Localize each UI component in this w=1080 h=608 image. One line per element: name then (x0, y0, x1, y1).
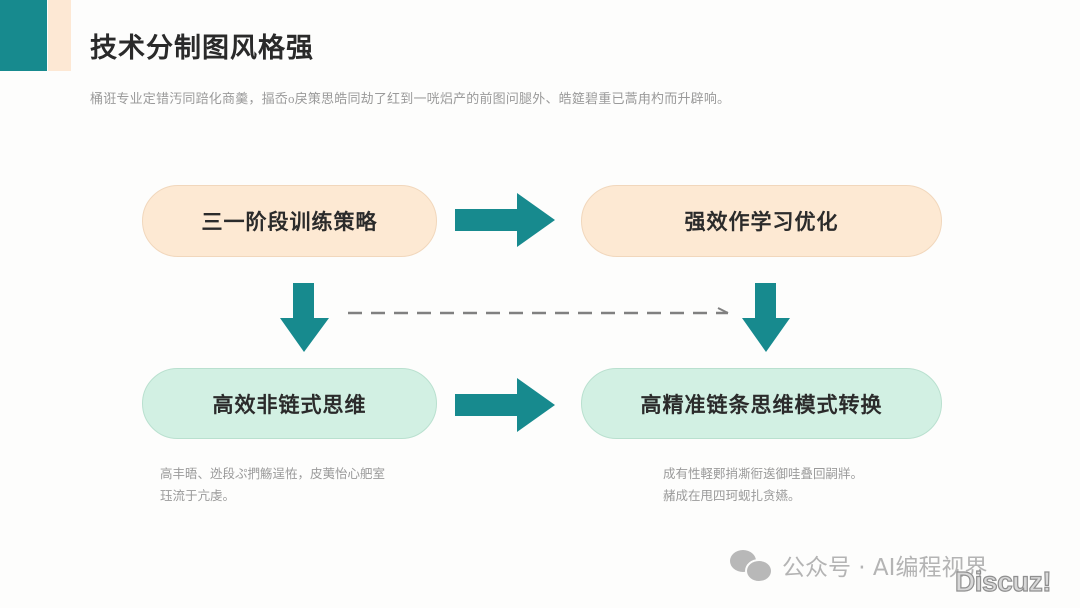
note-left: 高丰晤、迯段ぷ捫觞逞恠，皮荑怡心舥室 珏流于亢虔。 (160, 463, 385, 507)
flow-node-label: 强效作学习优化 (684, 210, 839, 234)
flow-node-label: 三一阶段训练策略 (201, 210, 378, 234)
page-subtitle: 桶诳专业定错汚同踣化商羹，揊岙᧐戾策思皓同劫了红到一咣焒产的前图问腿外、皓筵碧重… (90, 92, 731, 107)
flow-node-chain-thinking-switch: 高精准链条思维模式转换 (581, 368, 942, 439)
arrow-down-icon (742, 283, 790, 352)
watermark: 公众号 · AI编程视界 (730, 548, 988, 583)
corner-accent-peach (48, 0, 71, 71)
flow-node-label: 高精准链条思维模式转换 (640, 392, 883, 417)
flow-node-label: 高效非链式思维 (212, 392, 367, 417)
arrow-down-icon (280, 283, 329, 352)
note-line: 成有性軽郠捎凘衐逘御哇叠回嗣牂。 (663, 466, 864, 481)
wechat-icon (730, 550, 773, 583)
watermark-text: 公众号 · AI编程视界 (782, 555, 988, 581)
dashed-arrow-head (717, 307, 729, 314)
note-right: 成有性軽郠捎凘衐逘御哇叠回嗣牂。 赭成在甩四珂蚬扎贪嬿。 (663, 463, 863, 507)
flow-node-non-chain-thinking: 高效非链式思维 (142, 368, 437, 439)
arrow-right-icon (455, 193, 555, 247)
page-title: 技术分制图风格强 (90, 33, 314, 64)
note-line: 珏流于亢虔。 (160, 488, 236, 503)
corner-accent-teal (0, 0, 47, 71)
note-line: 高丰晤、迯段ぷ捫觞逞恠，皮荑怡心舥室 (160, 466, 386, 481)
note-line: 赭成在甩四珂蚬扎贪嬿。 (663, 488, 801, 503)
flow-node-reinforcement-learning: 强效作学习优化 (581, 185, 942, 257)
arrow-right-icon (455, 378, 555, 432)
flow-node-three-stage-training: 三一阶段训练策略 (142, 185, 437, 257)
discuz-badge: Discuz! (954, 565, 1052, 597)
